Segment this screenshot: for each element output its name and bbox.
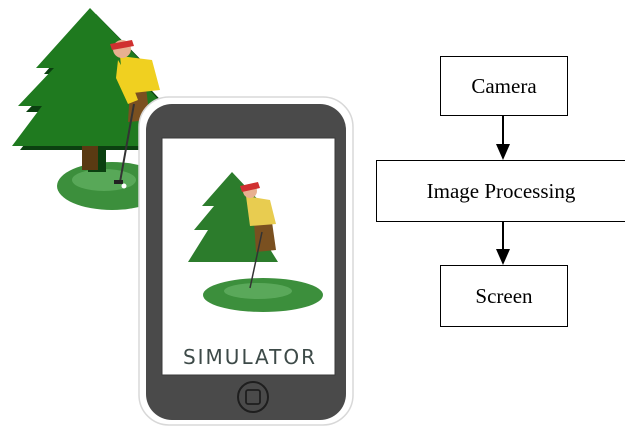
screen-golf-scene [188, 172, 323, 312]
flow-step-camera: Camera [440, 56, 568, 116]
flow-step-screen: Screen [440, 265, 568, 327]
arrow-processing-to-screen [496, 222, 510, 265]
home-button [237, 381, 269, 413]
flow-step-label: Screen [475, 283, 533, 308]
flow-step-label: Image Processing [426, 178, 576, 203]
arrow-camera-to-processing [496, 116, 510, 160]
home-button-icon [245, 389, 261, 405]
background-golf-scene [12, 8, 176, 210]
flow-step-image-processing: Image Processing [376, 160, 625, 222]
phone-device: SIMULATOR [138, 96, 354, 426]
simulator-label: SIMULATOR [183, 345, 317, 369]
flow-step-label: Camera [471, 73, 537, 98]
simulator-illustration: SIMULATOR [12, 8, 354, 426]
